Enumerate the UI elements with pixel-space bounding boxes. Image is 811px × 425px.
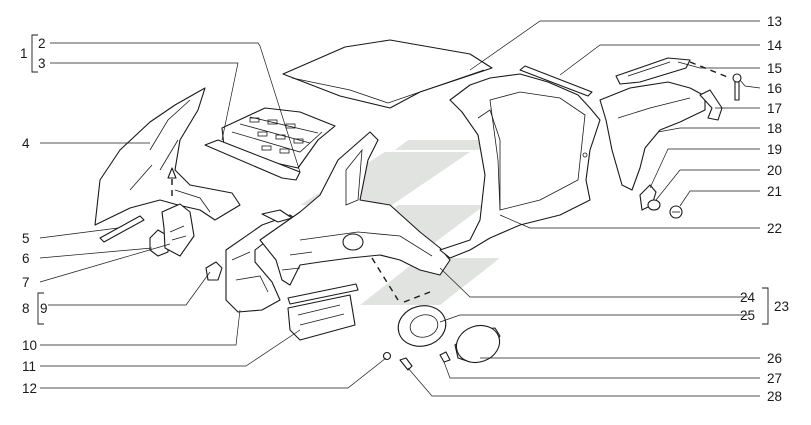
callout-2: 2 [38,36,46,51]
assembly-arrow-center [371,257,399,301]
rear-quarter-inner [225,209,301,313]
callout-16: 16 [767,81,782,96]
callout-20: 20 [767,163,782,178]
callout-6: 6 [22,251,30,266]
roof-cross-member [204,107,336,181]
callout-23: 23 [774,299,789,314]
callout-25: 25 [740,308,755,323]
callout-27: 27 [767,371,782,386]
callout-21: 21 [767,184,782,199]
reinforcement-panels [149,203,195,257]
roof-panel [282,39,493,109]
callout-22: 22 [767,221,782,236]
callout-13: 13 [767,14,782,29]
sill-inner [287,283,359,341]
group-brackets [31,34,769,325]
fuel-filler-cap [454,324,501,364]
callout-1: 1 [20,46,28,61]
callout-9: 9 [40,301,48,316]
callout-14: 14 [767,38,783,53]
roof-drip-strip [519,65,593,97]
callout-10: 10 [22,338,37,353]
callout-18: 18 [767,121,782,136]
callout-17: 17 [767,101,782,116]
small-fasteners [382,351,451,371]
rear-quarter-outer [259,131,451,286]
callout-4: 4 [22,136,30,151]
callout-24: 24 [740,290,756,305]
callout-26: 26 [767,351,782,366]
bolt-and-bracket [689,61,742,121]
small-bracket [205,261,223,281]
callout-15: 15 [767,61,782,76]
front-fender [599,57,706,191]
fuel-filler-housing [397,305,447,347]
fender-fasteners [639,184,683,219]
callout-19: 19 [767,142,782,157]
callout-12: 12 [22,381,37,396]
callout-8: 8 [22,301,30,316]
leader-lines [39,20,761,397]
rear-inner-panel [94,87,241,226]
callout-11: 11 [22,359,36,374]
callout-28: 28 [767,389,782,404]
sill-strip [99,215,145,243]
callout-7: 7 [22,275,30,290]
callout-3: 3 [38,56,46,71]
callout-5: 5 [22,231,30,246]
side-frame [439,73,601,259]
